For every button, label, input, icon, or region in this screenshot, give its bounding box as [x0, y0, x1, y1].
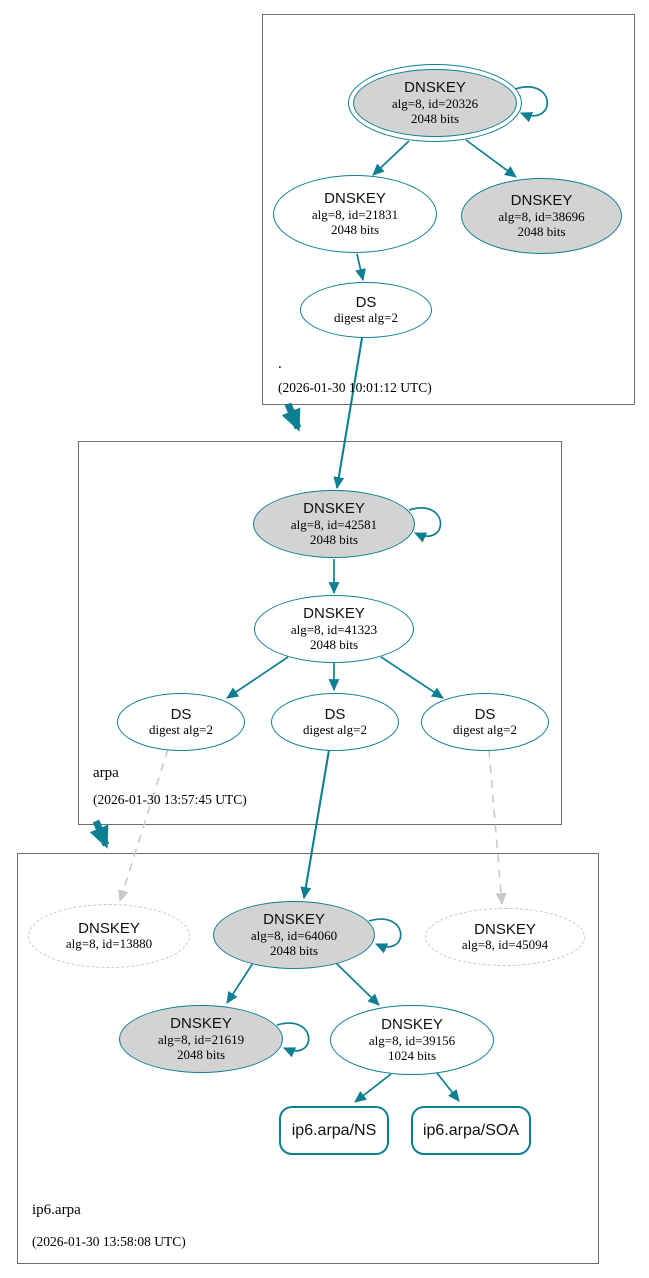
node-detail: 2048 bits	[410, 110, 460, 126]
dnskey-41323-node[interactable]: DNSKEY alg=8, id=41323 2048 bits	[254, 595, 414, 663]
dnskey-42581-node[interactable]: DNSKEY alg=8, id=42581 2048 bits	[253, 490, 415, 558]
node-title: DS	[474, 705, 496, 723]
node-detail: alg=8, id=21831	[311, 206, 399, 222]
zone-label-root: .	[278, 356, 282, 372]
node-detail: 2048 bits	[176, 1046, 226, 1062]
edge-delegation-root-arpa	[281, 402, 302, 432]
node-detail: alg=8, id=45094	[461, 937, 549, 953]
node-detail: digest alg=2	[452, 722, 518, 738]
node-title: DNSKEY	[404, 79, 466, 97]
node-detail: digest alg=2	[333, 310, 399, 326]
node-title: DNSKEY	[303, 500, 365, 518]
node-title: DNSKEY	[324, 190, 386, 208]
dnskey-45094-node[interactable]: DNSKEY alg=8, id=45094	[425, 908, 585, 966]
ds-arpa-node-1[interactable]: DS digest alg=2	[117, 693, 245, 751]
node-detail: 2048 bits	[309, 531, 359, 547]
rrset-ip6arpa-ns-node[interactable]: ip6.arpa/NS	[279, 1106, 389, 1155]
ds-arpa-node-3[interactable]: DS digest alg=2	[421, 693, 549, 751]
node-title: DS	[324, 705, 346, 723]
node-detail: alg=8, id=42581	[290, 516, 378, 532]
dnskey-38696-node[interactable]: DNSKEY alg=8, id=38696 2048 bits	[461, 178, 622, 254]
dnskey-21619-node[interactable]: DNSKEY alg=8, id=21619 2048 bits	[119, 1005, 283, 1073]
zone-box-root	[262, 14, 635, 405]
node-detail: 2048 bits	[269, 942, 319, 958]
dnskey-64060-node[interactable]: DNSKEY alg=8, id=64060 2048 bits	[213, 901, 375, 969]
zone-label-arpa: arpa	[93, 765, 119, 781]
node-title: DNSKEY	[510, 192, 573, 210]
node-detail: alg=8, id=13880	[65, 936, 153, 952]
node-title: DS	[170, 705, 192, 723]
node-title: DNSKEY	[78, 919, 140, 937]
node-detail: alg=8, id=64060	[250, 927, 338, 943]
zone-label-ip6arpa: ip6.arpa	[32, 1202, 81, 1218]
ds-arpa-node-2[interactable]: DS digest alg=2	[271, 693, 399, 751]
node-detail: 2048 bits	[309, 636, 359, 652]
zone-timestamp-root: (2026-01-30 10:01:12 UTC)	[278, 380, 432, 395]
rrset-label: ip6.arpa/NS	[291, 1121, 377, 1139]
zone-timestamp-ip6arpa: (2026-01-30 13:58:08 UTC)	[32, 1234, 186, 1249]
node-title: DNSKEY	[381, 1016, 443, 1034]
zone-timestamp-arpa: (2026-01-30 13:57:45 UTC)	[93, 792, 247, 807]
rrset-ip6arpa-soa-node[interactable]: ip6.arpa/SOA	[411, 1106, 531, 1155]
ds-root-node[interactable]: DS digest alg=2	[300, 282, 432, 338]
dnskey-21831-node[interactable]: DNSKEY alg=8, id=21831 2048 bits	[273, 175, 437, 253]
node-detail: 1024 bits	[387, 1047, 437, 1063]
node-title: DNSKEY	[170, 1015, 232, 1033]
node-detail: alg=8, id=39156	[368, 1032, 456, 1048]
node-title: DNSKEY	[474, 920, 536, 938]
node-detail: alg=8, id=20326	[391, 95, 479, 111]
node-detail: alg=8, id=21619	[157, 1031, 245, 1047]
node-detail: 2048 bits	[517, 223, 566, 239]
node-detail: alg=8, id=38696	[498, 208, 585, 224]
dnskey-39156-node[interactable]: DNSKEY alg=8, id=39156 1024 bits	[330, 1005, 494, 1075]
node-title: DNSKEY	[303, 605, 365, 623]
node-title: DS	[355, 293, 377, 311]
rrset-label: ip6.arpa/SOA	[422, 1121, 520, 1139]
dnskey-13880-node[interactable]: DNSKEY alg=8, id=13880	[28, 904, 190, 968]
node-title: DNSKEY	[263, 911, 325, 929]
node-detail: 2048 bits	[330, 221, 380, 237]
dnskey-20326-node[interactable]: DNSKEY alg=8, id=20326 2048 bits	[348, 64, 522, 142]
node-detail: digest alg=2	[302, 722, 368, 738]
node-detail: alg=8, id=41323	[290, 621, 378, 637]
node-detail: digest alg=2	[148, 722, 214, 738]
